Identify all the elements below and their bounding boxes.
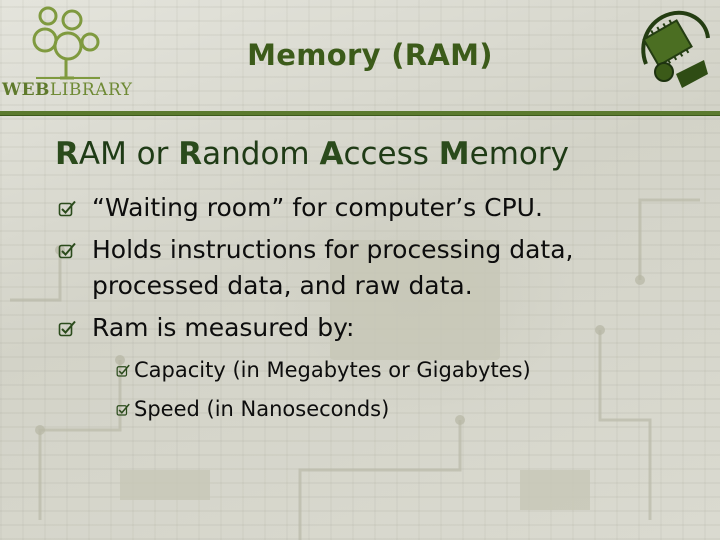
slide-header: WEBLIBRARY Memory (RAM) — [0, 0, 720, 118]
list-item: Capacity (in Megabytes or Gigabytes) — [116, 352, 698, 389]
heading-initial-r1: R — [55, 136, 79, 172]
check-box-icon — [58, 200, 76, 217]
header-divider — [0, 111, 720, 116]
heading-initial-m: M — [438, 136, 470, 172]
list-item: Speed (in Nanoseconds) — [116, 391, 698, 428]
logo-wordmark: WEBLIBRARY — [2, 80, 133, 100]
heading-text-4: emory — [469, 136, 569, 172]
check-box-icon — [116, 403, 130, 416]
heading-text-2: andom — [202, 136, 320, 172]
list-item: “Waiting room” for computer’s CPU. — [58, 190, 698, 226]
heading-initial-r2: R — [178, 136, 203, 172]
heading-text-1: AM or — [78, 136, 179, 172]
sub-bullet-text: Capacity (in Megabytes or Gigabytes) — [134, 358, 531, 382]
bullet-text: Ram is measured by: — [92, 313, 355, 342]
logo-web-text: WEB — [2, 80, 50, 100]
heading-initial-a: A — [319, 136, 344, 172]
bullet-list: “Waiting room” for computer’s CPU. Holds… — [58, 190, 698, 430]
list-item: Ram is measured by: — [58, 310, 698, 346]
logo-library-text: LIBRARY — [49, 80, 133, 100]
check-box-icon — [58, 320, 76, 337]
tree-icon — [32, 6, 100, 80]
slide-title: Memory (RAM) — [247, 38, 493, 72]
check-box-icon — [116, 364, 130, 377]
bullet-text: Holds instructions for processing data, … — [92, 235, 574, 300]
bullet-text: “Waiting room” for computer’s CPU. — [92, 193, 543, 222]
slide-heading: RAM or Random Access Memory — [55, 136, 569, 172]
check-box-icon — [58, 242, 76, 259]
sub-bullet-text: Speed (in Nanoseconds) — [134, 397, 390, 421]
list-item: Holds instructions for processing data, … — [58, 232, 698, 304]
heading-text-3: ccess — [343, 136, 439, 172]
computer-chip-badge-icon — [641, 10, 710, 88]
